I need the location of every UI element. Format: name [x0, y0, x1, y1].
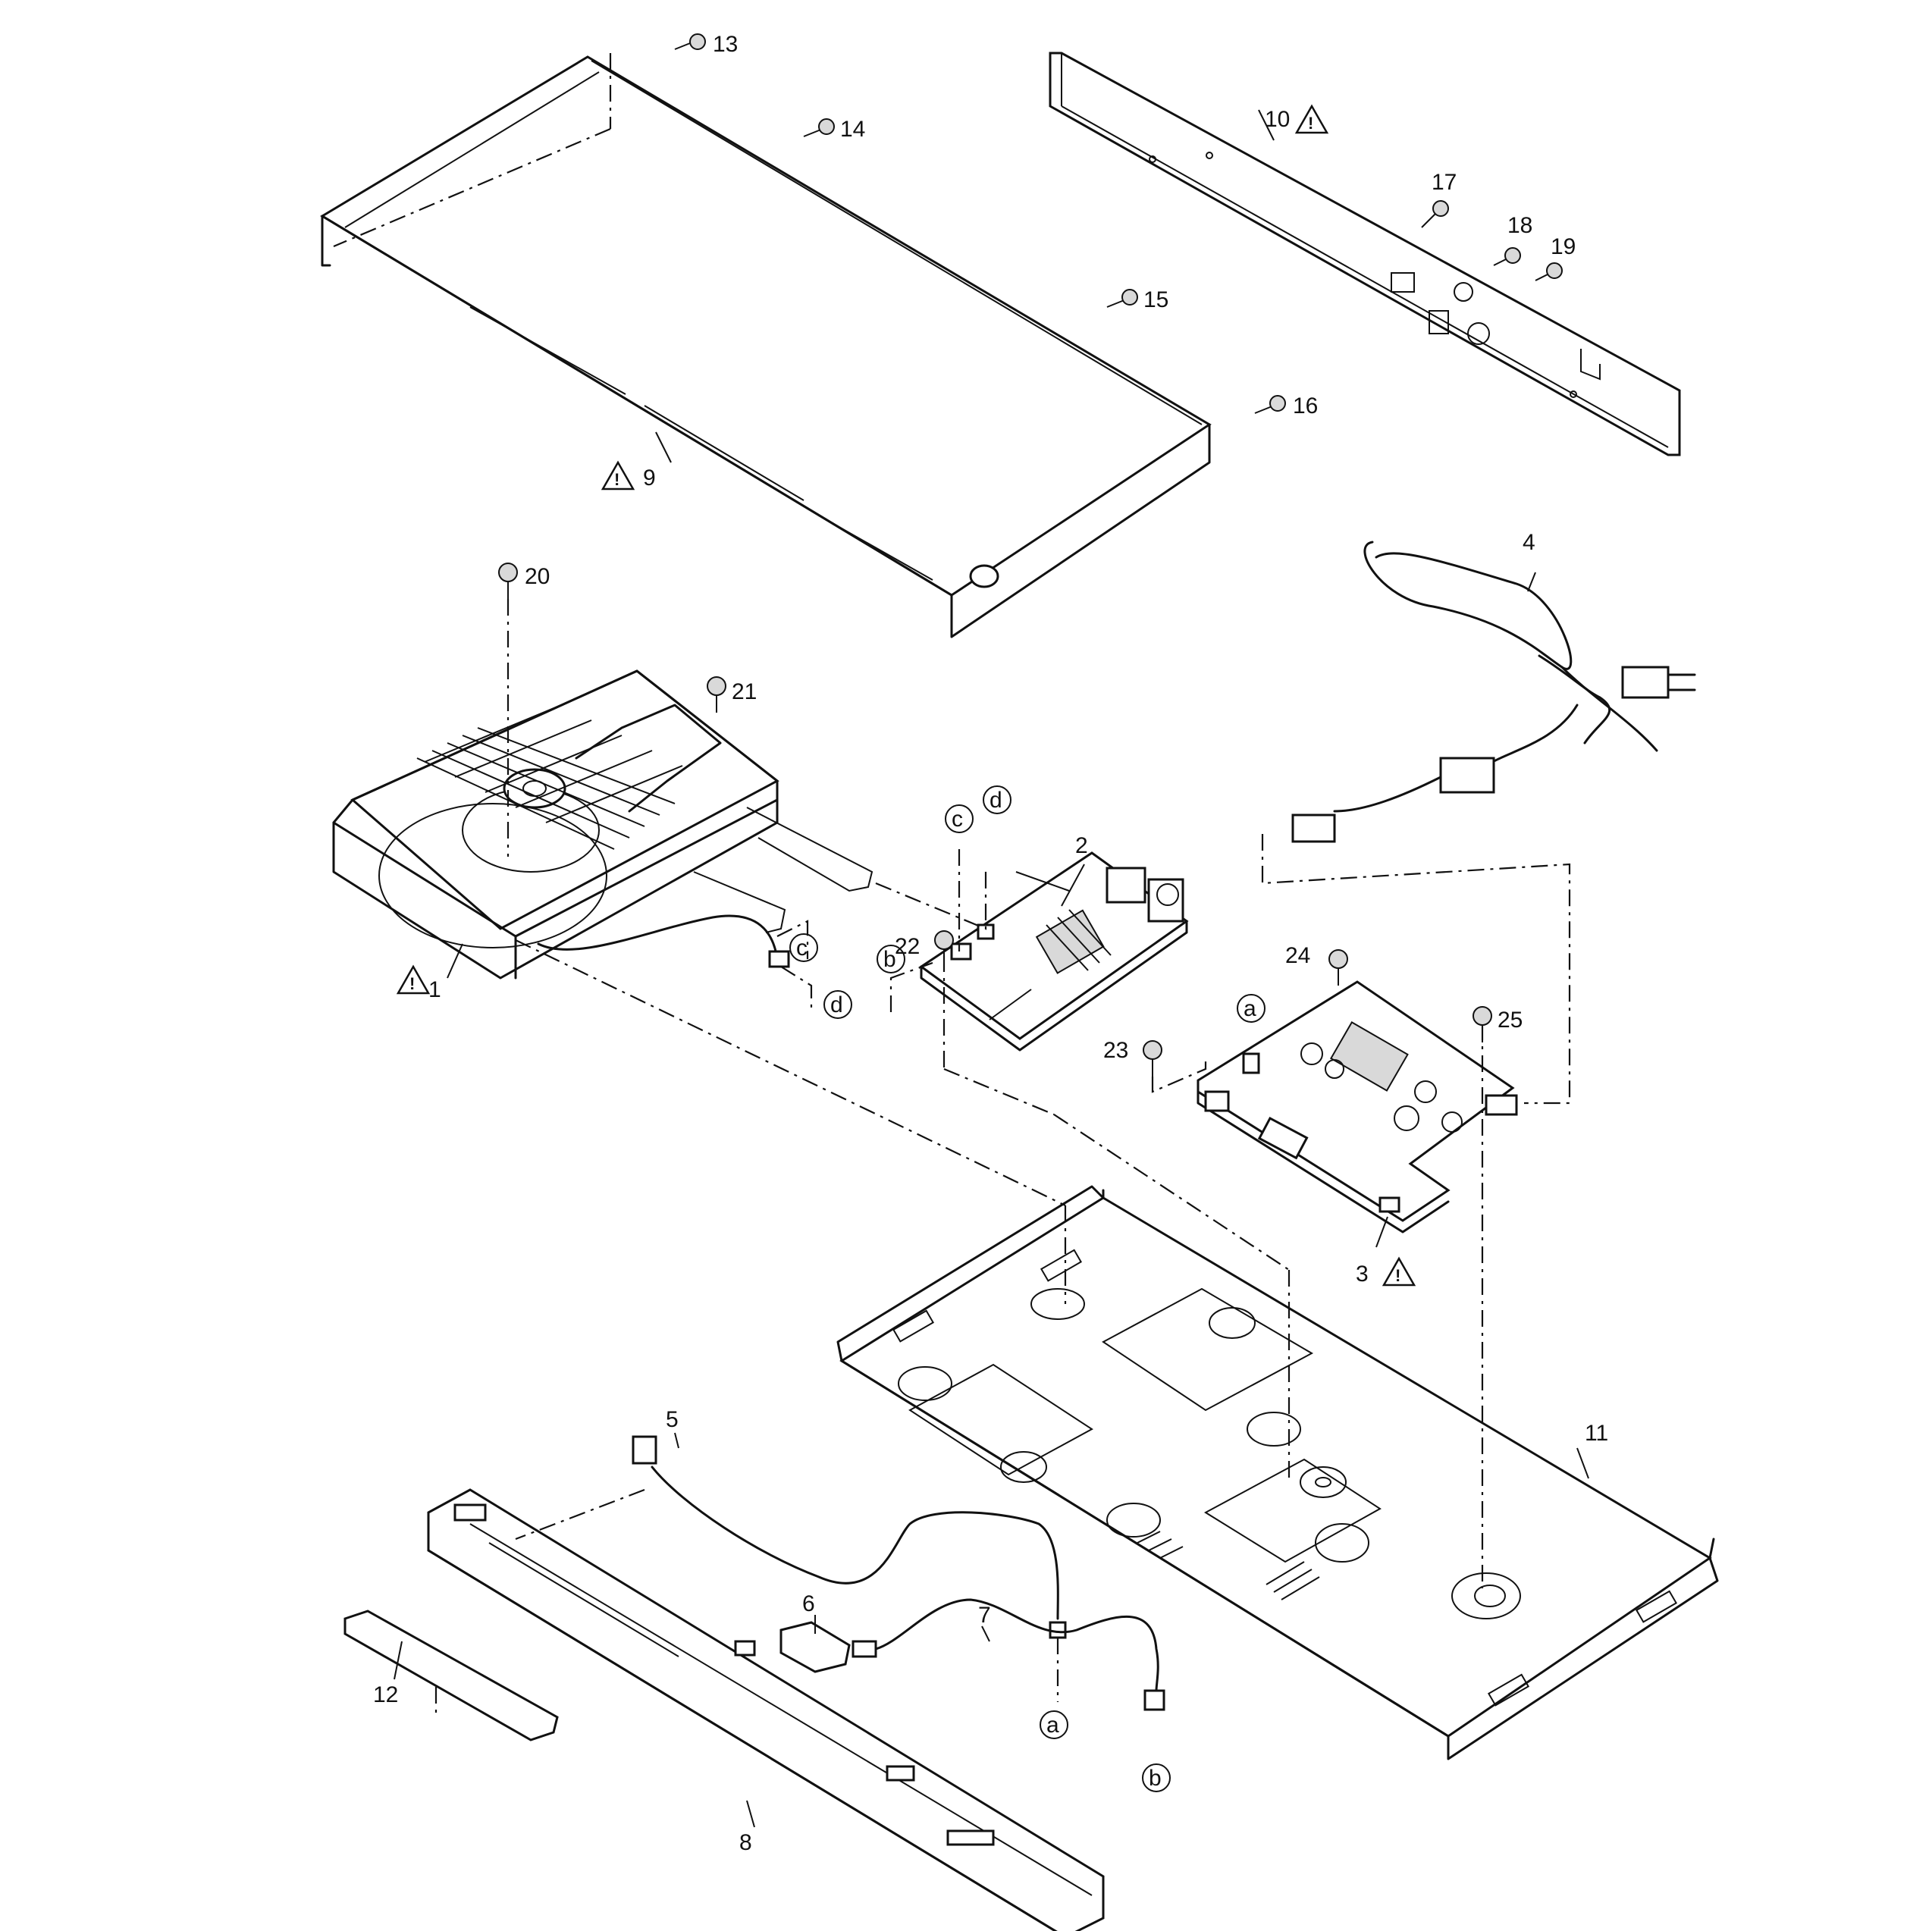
- callout-14: 14: [840, 117, 865, 142]
- svg-text:a: a: [1046, 1713, 1059, 1738]
- callout-8: 8: [739, 1830, 752, 1855]
- svg-text:b: b: [1149, 1766, 1162, 1791]
- callout-13: 13: [713, 32, 738, 57]
- svg-text:a: a: [1244, 996, 1256, 1021]
- callout-12: 12: [373, 1682, 398, 1707]
- svg-text:!: !: [1308, 114, 1313, 133]
- svg-text:!: !: [614, 470, 619, 489]
- wire-route-b: [889, 961, 933, 1012]
- front-panel: [427, 1488, 1105, 1931]
- connector-b-wire: b: [1142, 1763, 1171, 1792]
- connector-d-loader: d: [823, 990, 852, 1019]
- callout-labels: 1 2 3 4 5 6 7 8 9 10 11 12 13 14 15 16 1…: [373, 32, 1608, 1855]
- callout-9: 9: [643, 466, 656, 491]
- callout-11: 11: [1585, 1421, 1608, 1446]
- screw-20: [498, 563, 518, 857]
- svg-text:d: d: [990, 788, 1002, 813]
- svg-text:!: !: [1395, 1266, 1400, 1285]
- screw-21: [707, 676, 726, 713]
- callout-23: 23: [1103, 1038, 1128, 1063]
- svg-text:b: b: [883, 947, 896, 972]
- front-window: [343, 1610, 559, 1741]
- flat-cable-route-c: [776, 920, 809, 959]
- warning-triangle-icon: !: [396, 964, 431, 995]
- screw-14: [803, 118, 835, 137]
- main-pcb: [919, 851, 1189, 1116]
- screw-23: [1143, 1040, 1207, 1093]
- power-pcb: [1197, 980, 1518, 1234]
- callout-21: 21: [732, 679, 757, 704]
- power-cord: [1261, 541, 1696, 1105]
- warning-triangle-icon: !: [1294, 104, 1329, 134]
- callout-3: 3: [1356, 1262, 1369, 1287]
- screw-13: [674, 33, 706, 50]
- callout-2: 2: [1075, 833, 1088, 858]
- screw-19: [1535, 262, 1563, 281]
- connector-c-loader: c: [789, 933, 818, 962]
- callout-15: 15: [1143, 287, 1168, 312]
- callout-17: 17: [1432, 170, 1457, 195]
- screw-17: [1421, 200, 1449, 228]
- screw-25: [1473, 1006, 1492, 1042]
- warning-triangle-icon: !: [1382, 1256, 1416, 1287]
- callout-18: 18: [1507, 213, 1532, 238]
- screw-24: [1328, 949, 1348, 986]
- screw-15: [1106, 289, 1138, 308]
- svg-text:d: d: [830, 992, 843, 1017]
- callout-24: 24: [1285, 943, 1310, 968]
- leader-lines: [394, 109, 1589, 1828]
- callout-25: 25: [1498, 1008, 1523, 1033]
- function-pcb-wire: [779, 1598, 1165, 1711]
- screw-22: [934, 930, 954, 963]
- callout-6: 6: [802, 1591, 815, 1616]
- bottom-chassis: [836, 1023, 1719, 1760]
- callout-7: 7: [978, 1603, 991, 1628]
- connector-a-power: a: [1237, 994, 1266, 1023]
- callout-19: 19: [1551, 234, 1576, 259]
- warning-triangle-icon: !: [601, 460, 635, 491]
- connector-c-board: c: [945, 804, 974, 833]
- svg-text:c: c: [952, 807, 963, 832]
- connector-a-wire: a: [1040, 1710, 1068, 1739]
- svg-text:!: !: [409, 974, 415, 993]
- dvd-loader: [332, 669, 1066, 1206]
- flat-cable-route-main: [875, 868, 987, 930]
- screw-16: [1254, 395, 1286, 414]
- callout-20: 20: [525, 564, 550, 589]
- callout-1: 1: [428, 977, 441, 1002]
- flat-cable-route-d: [780, 966, 813, 1008]
- connector-d-board: d: [983, 785, 1011, 814]
- callout-5: 5: [666, 1407, 679, 1432]
- callout-22: 22: [895, 934, 920, 959]
- top-cover: [320, 53, 1212, 638]
- callout-16: 16: [1293, 393, 1318, 418]
- callout-4: 4: [1523, 530, 1535, 555]
- svg-text:c: c: [796, 936, 808, 961]
- rear-panel: [1049, 52, 1681, 456]
- screw-18: [1493, 247, 1521, 266]
- callout-10: 10: [1265, 107, 1290, 132]
- connector-b-board: b: [877, 945, 905, 973]
